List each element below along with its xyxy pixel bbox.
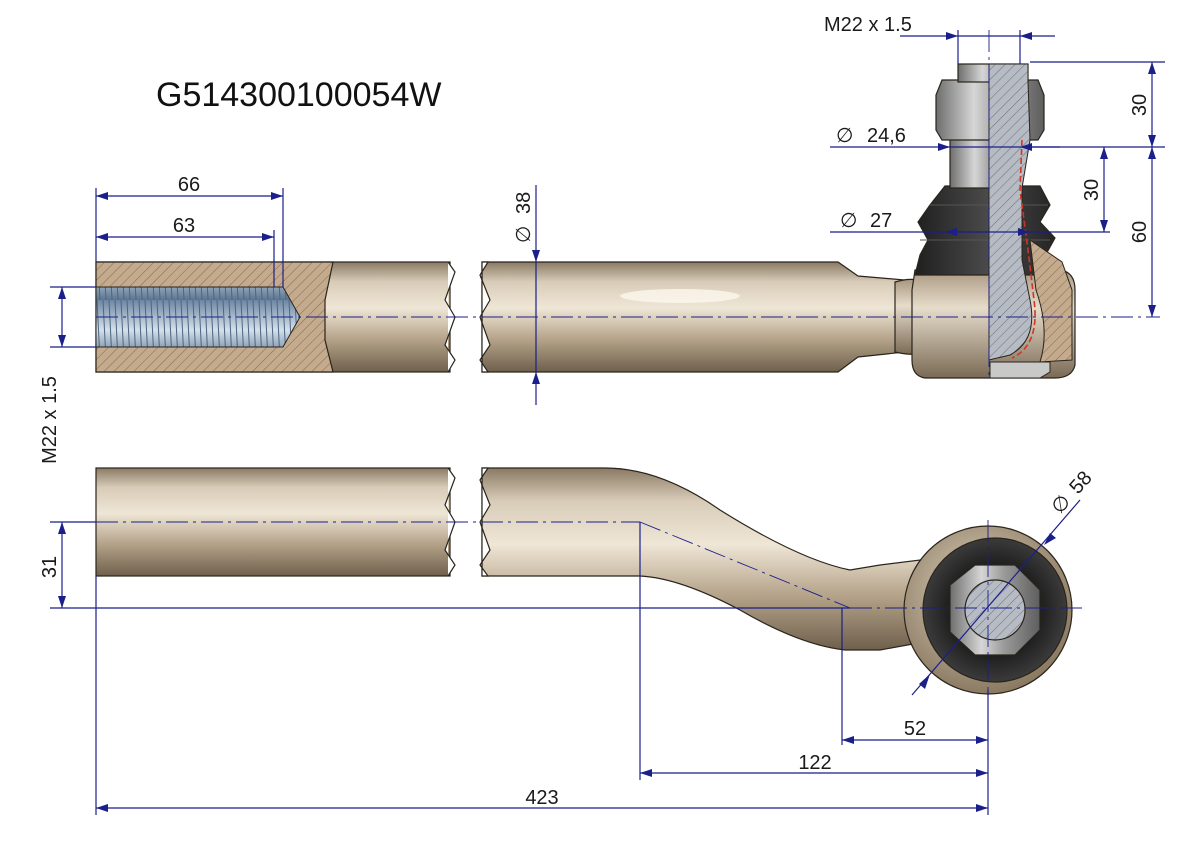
plan-view: [95, 467, 1073, 695]
dim-stud-height: 30: [1081, 179, 1103, 201]
arrow: [58, 335, 66, 347]
arrow: [271, 192, 283, 200]
arrow: [938, 143, 950, 151]
dim-bore-66: 66: [178, 174, 200, 196]
diameter-symbol: ∅: [836, 125, 853, 147]
section-line: [1011, 139, 1036, 359]
diameter-symbol: ∅: [513, 226, 535, 243]
arrow: [58, 522, 66, 534]
labels: G514300100054W M22 x 1.5 30 30 60 ∅ 24,6…: [39, 14, 1151, 809]
arrow: [1018, 228, 1030, 236]
dim-len-122: 122: [798, 752, 831, 774]
arrow: [842, 736, 854, 744]
dim-offset-31: 31: [39, 556, 61, 578]
arrow: [532, 372, 540, 384]
arrow: [1100, 147, 1108, 159]
arrow: [640, 769, 652, 777]
diameter-symbol: ∅: [840, 210, 857, 232]
arrow: [96, 233, 108, 241]
dim-thread-63: 63: [173, 215, 195, 237]
dim-dia-eye: 58: [1065, 467, 1096, 498]
arrow: [1020, 143, 1032, 151]
dim-dia-boot: 27: [870, 210, 892, 232]
housing-section: [1029, 238, 1073, 363]
dim-dia-stud: 24,6: [867, 125, 906, 147]
arrow: [1044, 533, 1056, 545]
dim-line: [911, 499, 1081, 696]
arrow: [1100, 220, 1108, 232]
arrow: [919, 674, 930, 689]
center-lines: [96, 30, 1160, 700]
tube-highlight: [620, 289, 740, 303]
dim-len-52: 52: [904, 718, 926, 740]
side-view: [95, 63, 1076, 379]
part-number: G514300100054W: [156, 76, 441, 114]
diameter-symbol: ∅: [1047, 491, 1075, 519]
arrow: [945, 228, 957, 236]
eye-stud-face: [964, 579, 1026, 641]
dim-thread-top: M22 x 1.5: [824, 14, 912, 36]
arrow: [976, 804, 988, 812]
dimension-lines: [50, 30, 1165, 815]
arrow: [532, 250, 540, 262]
axis-bottom-bent: [639, 521, 851, 609]
dim-ball-height: 60: [1129, 221, 1151, 243]
plan-tube-bent: [481, 467, 936, 651]
arrow: [976, 736, 988, 744]
arrow: [976, 769, 988, 777]
arrow: [1020, 32, 1032, 40]
internal-thread: [95, 286, 301, 348]
arrow: [96, 804, 108, 812]
arrow: [1148, 305, 1156, 317]
arrow: [1148, 135, 1156, 147]
dim-dia-bar: 38: [513, 192, 535, 214]
dim-nut-height: 30: [1129, 94, 1151, 116]
arrow: [262, 233, 274, 241]
arrow: [58, 287, 66, 299]
dim-thread-left: M22 x 1.5: [39, 376, 61, 464]
arrow: [58, 596, 66, 608]
arrow: [946, 32, 958, 40]
arrow: [96, 192, 108, 200]
seal-clip: [989, 361, 1051, 379]
arrow: [1148, 62, 1156, 74]
arrow: [1148, 147, 1156, 159]
dim-len-423: 423: [525, 787, 558, 809]
